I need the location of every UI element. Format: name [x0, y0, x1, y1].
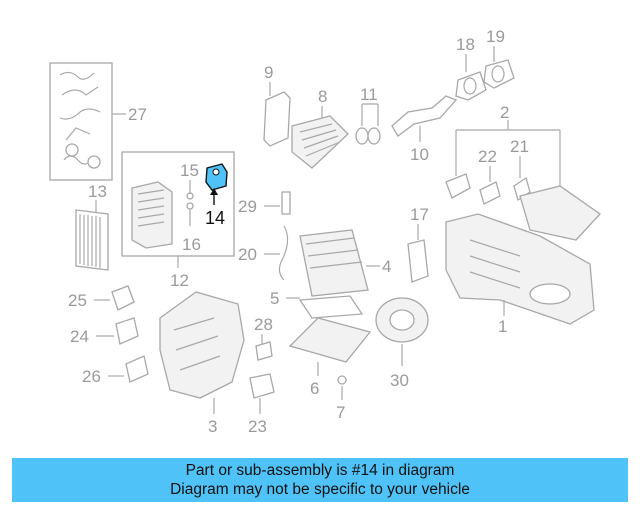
part-1-hvac-housing — [445, 213, 595, 325]
part-2-actuators — [445, 120, 601, 241]
info-banner: Part or sub-assembly is #14 in diagram D… — [12, 458, 628, 502]
callout-15: 15 — [180, 161, 199, 180]
part-20-tube — [264, 225, 289, 281]
callout-17: 17 — [410, 205, 429, 224]
callout-2: 2 — [500, 103, 509, 122]
callout-1: 1 — [498, 317, 507, 336]
part-25-24-26-actuators — [94, 285, 149, 383]
callout-10: 10 — [410, 145, 429, 164]
part-17-sensor — [407, 224, 429, 283]
callout-5: 5 — [270, 289, 279, 308]
callout-30: 30 — [390, 371, 409, 390]
callout-8: 8 — [318, 87, 327, 106]
callout-11: 11 — [360, 85, 378, 104]
callout-23: 23 — [248, 417, 267, 436]
callout-4: 4 — [382, 257, 391, 276]
callout-29: 29 — [238, 197, 257, 216]
callout-27: 27 — [128, 105, 147, 124]
part-14-expansion-valve — [205, 163, 228, 205]
callout-19: 19 — [486, 27, 505, 46]
callout-13: 13 — [88, 182, 107, 201]
part-8-heater-core — [291, 106, 349, 169]
banner-line-2: Diagram may not be specific to your vehi… — [170, 481, 470, 498]
callout-22: 22 — [478, 147, 497, 166]
callout-18: 18 — [456, 35, 475, 54]
part-6-tray — [288, 317, 372, 376]
callout-7: 7 — [336, 403, 345, 422]
part-3-lower-housing — [159, 291, 245, 414]
part-18-19-covers — [455, 46, 515, 101]
callout-20: 20 — [238, 245, 257, 264]
callout-12: 12 — [170, 271, 189, 290]
callout-26: 26 — [82, 367, 101, 386]
callout-25: 25 — [68, 291, 87, 310]
part-5-seal — [286, 295, 364, 319]
part-23-module — [249, 373, 275, 414]
callout-28: 28 — [254, 315, 273, 334]
part-28-bracket — [255, 334, 273, 361]
callout-14: 14 — [205, 208, 225, 228]
part-10-pipe — [391, 95, 458, 142]
banner-line-1: Part or sub-assembly is #14 in diagram — [185, 462, 455, 479]
callout-6: 6 — [310, 379, 319, 398]
callout-3: 3 — [208, 417, 217, 436]
part-7-clip — [337, 375, 347, 400]
part-27-pipe-kit — [49, 62, 126, 181]
callout-16: 16 — [182, 235, 201, 254]
part-29-valve — [264, 191, 291, 215]
part-13-cabin-filter — [75, 200, 109, 271]
callout-21: 21 — [510, 137, 529, 156]
callout-9: 9 — [264, 63, 273, 82]
parts-diagram: 27 13 15 16 12 14 9 8 — [49, 27, 601, 436]
part-9-bracket — [263, 82, 291, 147]
callout-24: 24 — [70, 327, 89, 346]
part-11-o-rings — [355, 103, 381, 145]
part-30-blower-motor — [375, 297, 429, 366]
part-4-filter-frame — [299, 229, 380, 297]
